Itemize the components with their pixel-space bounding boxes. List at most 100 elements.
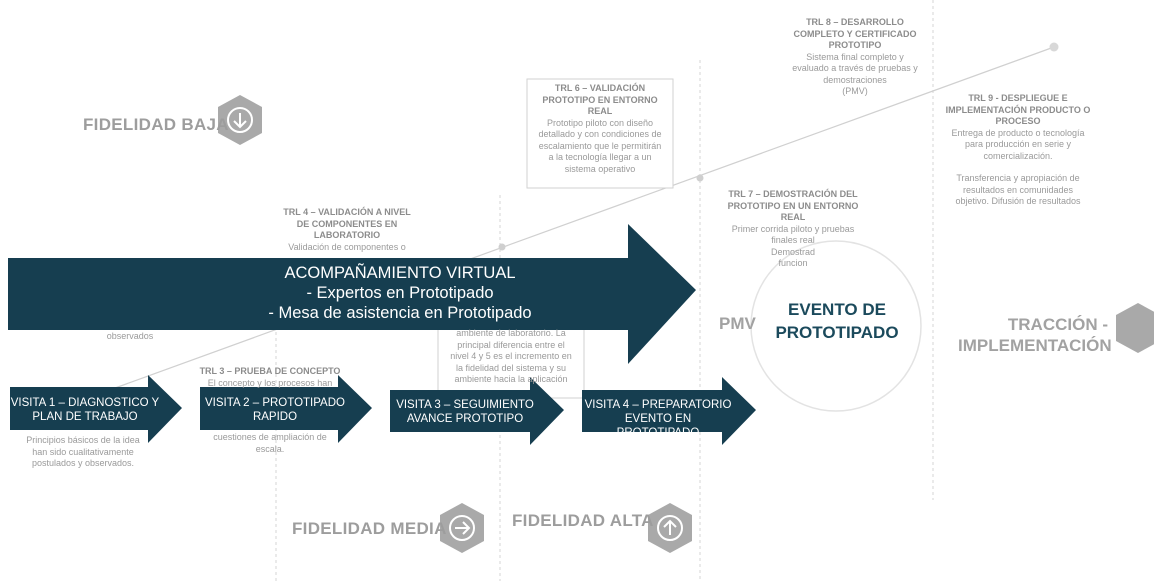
trl4-title-2: DE COMPONENTES EN	[296, 218, 398, 229]
trl3-line-1: El concepto y los procesos han	[207, 377, 333, 388]
event-circle	[750, 240, 922, 412]
trl1-desc-block: Principios básicos de la idea han sido c…	[8, 435, 158, 470]
trl8-title-2: COMPLETO Y CERTIFICADO	[793, 28, 917, 39]
fidelity-high-label: FIDELIDAD ALTA	[512, 511, 654, 530]
trl6-line-5: sistema operativo	[564, 163, 636, 174]
trl-trend-line	[59, 46, 1055, 409]
trl8-block: TRL 8 – DESARROLLO COMPLETO Y CERTIFICAD…	[780, 17, 930, 98]
trl5-line-5: ambiente hacia la aplicación	[454, 374, 568, 384]
visit-1-label: VISITA 1 – DIAGNOSTICO Y PLAN DE TRABAJO	[10, 396, 160, 424]
trl8-line-2: evaluado a través de pruebas y	[792, 63, 918, 73]
trl3-tail-1: cuestiones de ampliación de	[213, 432, 327, 442]
fidelity-low-label: FIDELIDAD BAJA	[83, 115, 229, 134]
trend-point-2	[696, 174, 704, 182]
trl8-line-4: (PMV)	[842, 86, 868, 96]
trl6-line-2: detallado y con condiciones de	[538, 129, 662, 139]
pmv-label: PMV	[719, 314, 756, 333]
visit-4-label: VISITA 4 – PREPARATORIO EVENTO EN PROTOT…	[582, 398, 734, 440]
trl7-line-4: funcion	[778, 258, 808, 268]
trl3-title: TRL 3 – PRUEBA DE CONCEPTO	[199, 366, 341, 376]
trl7-line-2: finales real	[771, 235, 815, 245]
trl6-box	[526, 78, 674, 189]
fidelity-low-icon-group	[218, 95, 262, 145]
virtual-support-title: ACOMPAÑAMIENTO VIRTUAL	[284, 264, 516, 282]
trl5-tail-block: ambiente de laboratorio. La principal di…	[440, 328, 582, 386]
trl1-line-1: Principios básicos de la idea	[26, 435, 140, 445]
trl9-line-1: Entrega de producto o tecnología	[951, 127, 1085, 138]
traction-label: TRACCIÓN - IMPLEMENTACIÓN	[958, 314, 1112, 356]
trl5-line-1: ambiente de laboratorio. La	[456, 328, 566, 338]
trl9-line-3: comercialización.	[983, 150, 1053, 161]
virtual-support-item-2: - Mesa de asistencia en Prototipado	[268, 304, 532, 322]
visit-3-arrow	[390, 377, 564, 445]
trl5-box	[437, 317, 585, 399]
trl3-block: TRL 3 – PRUEBA DE CONCEPTO El concepto y…	[196, 366, 344, 389]
virtual-support-arrow	[8, 224, 696, 364]
visit-4-line-1: VISITA 4 – PREPARATORIO	[584, 399, 732, 411]
arrow-down-circle-icon	[227, 107, 253, 133]
trl6-line-4: a la tecnología llegar a un	[548, 152, 652, 162]
trl9-extra-1: Transferencia y apropiación de	[956, 173, 1080, 183]
arrow-up-circle-icon	[657, 515, 683, 541]
trl6-line-1: Prototipo piloto con diseño	[546, 117, 654, 128]
trl7-title-3: REAL	[780, 212, 806, 222]
trl8-title-1: TRL 8 – DESARROLLO	[806, 17, 904, 27]
trl3-tail-block: cuestiones de ampliación de escala.	[196, 432, 344, 455]
trl2-tail: observados	[106, 331, 154, 341]
trl9-extra-2: resultados en comunidades	[962, 184, 1074, 195]
trl8-line-1: Sistema final completo y	[806, 51, 904, 62]
trl4-line-1: Validación de componentes o	[288, 241, 406, 252]
trend-point-end	[1049, 42, 1059, 52]
event-line-1: EVENTO DE	[788, 300, 886, 319]
traction-line-2: IMPLEMENTACIÓN	[958, 336, 1112, 355]
fidelity-medium-label: FIDELIDAD MEDIA	[292, 519, 447, 538]
trend-point-1	[498, 243, 506, 251]
fidelity-medium-icon-group	[440, 503, 484, 553]
visit-3-line-2: AVANCE PROTOTIPO	[406, 413, 524, 425]
trl9-line-2: para producción en serie y	[964, 139, 1072, 149]
trl5-line-2: principal diferencia entre el	[457, 339, 565, 350]
trl7-title-2: PROTOTIPO EN UN ENTORNO	[727, 200, 859, 211]
visit-1-arrow	[10, 375, 182, 443]
trl1-line-3: postulados y observados.	[31, 458, 135, 468]
trl7-line-1: Primer corrida piloto y pruebas	[731, 223, 855, 234]
trl9-title-1: TRL 9 - DESPLIEGUE E	[968, 93, 1068, 103]
visit-3-label: VISITA 3 – SEGUIMIENTO AVANCE PROTOTIPO	[390, 398, 540, 426]
visit-2-label: VISITA 2 – PROTOTIPADO RAPIDO	[200, 396, 350, 424]
trl6-title-1: TRL 6 – VALIDACIÓN	[554, 83, 646, 93]
trl9-block: TRL 9 - DESPLIEGUE E IMPLEMENTACIÓN PROD…	[938, 93, 1098, 208]
trl5-line-3: nivel 4 y 5 es el incremento en	[450, 351, 572, 361]
virtual-support-text: ACOMPAÑAMIENTO VIRTUAL - Expertos en Pro…	[150, 263, 650, 323]
trl4-title-1: TRL 4 – VALIDACIÓN A NIVEL	[283, 207, 411, 217]
arrow-up-glyph	[663, 519, 677, 535]
trl6-line-3: escalamiento que le permitirán	[538, 140, 662, 151]
trl8-title-3: PROTOTIPO	[828, 40, 882, 50]
visit-1-line-1: VISITA 1 – DIAGNOSTICO Y	[10, 397, 160, 409]
arrow-down-glyph	[233, 113, 247, 129]
visit-4-arrow	[582, 377, 756, 445]
trl7-line-3: Demostrad	[770, 246, 815, 257]
visit-3-line-1: VISITA 3 – SEGUIMIENTO	[396, 399, 534, 411]
event-line-2: PROTOTIPADO	[775, 323, 899, 342]
event-label: EVENTO DE PROTOTIPADO	[752, 298, 922, 344]
trl9-title-3: PROCESO	[995, 116, 1041, 126]
visit-2-arrow	[200, 375, 372, 443]
arrow-right-circle-icon	[449, 515, 475, 541]
visit-4-line-2: EVENTO EN PROTOTIPADO	[616, 413, 700, 439]
visit-1-line-2: PLAN DE TRABAJO	[32, 411, 138, 423]
virtual-support-item-1: - Expertos en Prototipado	[306, 284, 494, 302]
trl5-line-4: la fidelidad del sistema y su	[455, 362, 567, 373]
trl9-title-2: IMPLEMENTACIÓN PRODUCTO O	[945, 104, 1091, 115]
trl4-block: TRL 4 – VALIDACIÓN A NIVEL DE COMPONENTE…	[273, 207, 421, 253]
visit-2-line-2: RAPIDO	[252, 411, 298, 423]
trl6-block: TRL 6 – VALIDACIÓN PROTOTIPO EN ENTORNO …	[530, 83, 670, 175]
trl1-line-2: han sido cualitativamente	[32, 446, 134, 457]
traction-hexagon-icon	[1116, 303, 1154, 353]
trl4-title-3: LABORATORIO	[313, 230, 381, 240]
trl8-line-3: demostraciones	[823, 74, 887, 85]
trl7-block: TRL 7 – DEMOSTRACIÓN DEL PROTOTIPO EN UN…	[713, 189, 873, 270]
arrow-right-glyph	[455, 521, 471, 535]
traction-line-1: TRACCIÓN -	[1007, 315, 1108, 334]
visit-2-line-1: VISITA 2 – PROTOTIPADO	[205, 397, 345, 409]
